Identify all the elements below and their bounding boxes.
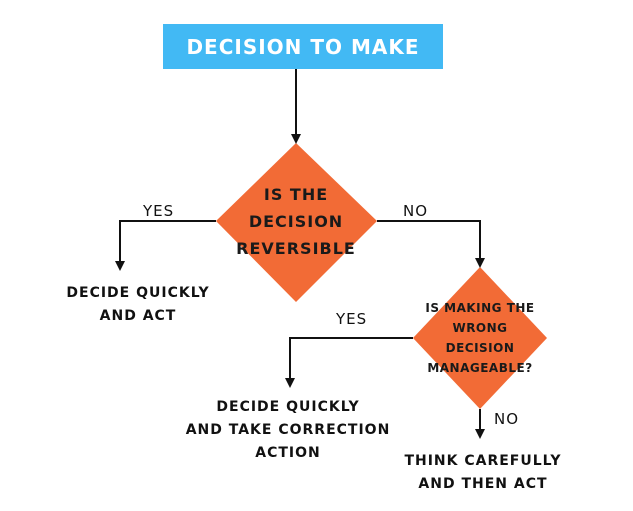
connector-yes-manageable	[285, 337, 413, 388]
label-no-reversible: NO	[403, 202, 429, 220]
label-yes-manageable: YES	[336, 310, 368, 328]
decision-diamond-reversible	[216, 143, 377, 302]
label-no-manageable: NO	[494, 410, 520, 428]
decision-text-manageable: IS MAKING THE WRONG DECISION MANAGEABLE?	[425, 301, 535, 375]
decision-text-reversible: IS THE DECISION REVERSIBLE	[236, 184, 356, 258]
outcome-decide-quickly-correct: DECIDE QUICKLY AND TAKE CORRECTION ACTIO…	[185, 399, 391, 461]
outcome-decide-quickly-act: DECIDE QUICKLY AND ACT	[66, 285, 210, 324]
decision-diamond-manageable	[413, 267, 547, 409]
label-yes-reversible: YES	[143, 202, 175, 220]
title-box: DECISION TO MAKE	[186, 34, 420, 59]
outcome-think-carefully: THINK CAREFULLY AND THEN ACT	[404, 453, 562, 492]
connector-yes-reversible	[115, 220, 216, 271]
connector-no-reversible	[377, 220, 485, 268]
title-box-bg	[163, 24, 443, 69]
